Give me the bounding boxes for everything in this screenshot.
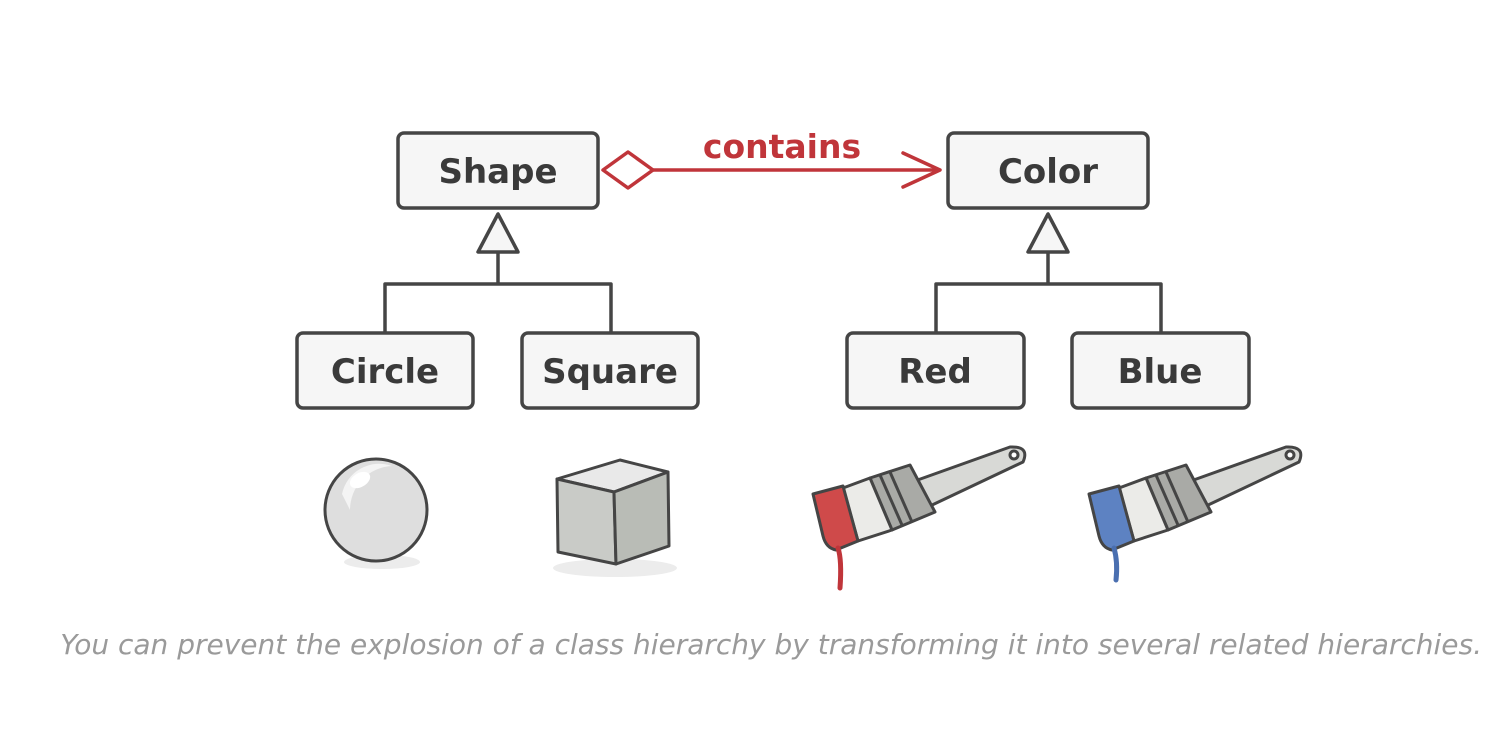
sphere-icon [323,457,429,569]
color-label: Color [998,152,1098,192]
red-paintbrush-icon [811,445,1027,591]
aggregation-diamond-icon [601,150,655,190]
square-box: Square [520,331,700,410]
red-label: Red [898,352,972,392]
contains-label: contains [703,127,861,166]
circle-label: Circle [331,352,439,392]
contains-association: contains [601,127,942,190]
blue-paintbrush-icon [1087,445,1303,583]
red-box: Red [845,331,1026,410]
shape-box: Shape [396,131,600,210]
color-box: Color [946,131,1150,210]
shape-inheritance [383,212,613,333]
shape-label: Shape [438,152,557,192]
figure-caption: You can prevent the explosion of a class… [60,628,1482,661]
cube-icon [553,458,677,577]
square-label: Square [542,352,678,392]
blue-box: Blue [1070,331,1251,410]
color-inheritance [934,212,1163,333]
inheritance-triangle-icon [476,212,520,254]
arrowhead-icon [901,151,942,189]
circle-box: Circle [295,331,475,410]
blue-label: Blue [1118,352,1203,392]
inheritance-triangle-icon [1026,212,1070,254]
